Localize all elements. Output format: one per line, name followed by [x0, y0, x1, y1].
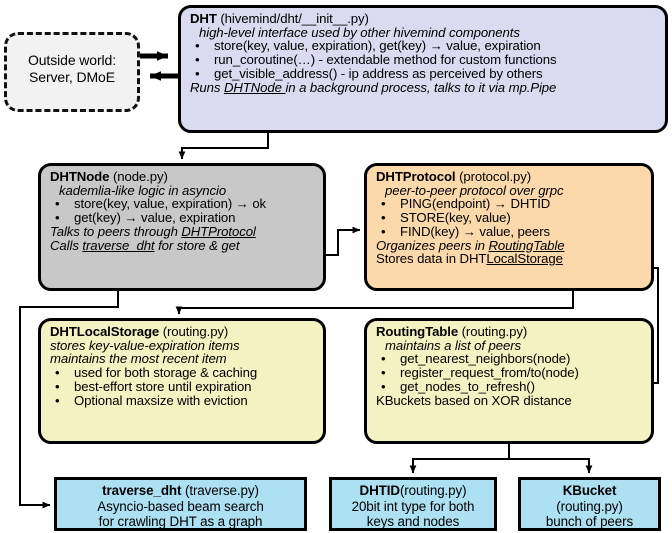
protocol-bullet-2: FIND(key) → value, peers	[376, 225, 644, 239]
storage-subtitle-2: maintains the most recent item	[50, 351, 227, 367]
node-dhtnode[interactable]: DHTNode (node.py) kademlia-like logic in…	[38, 163, 326, 291]
dhtnode-body: DHTNode (node.py) kademlia-like logic in…	[41, 166, 323, 255]
traverse-title: traverse_dht	[102, 483, 182, 498]
dhtid-title-line: DHTID(routing.py)	[336, 483, 490, 499]
node-traverse-dht[interactable]: traverse_dht (traverse.py) Asyncio-based…	[54, 477, 307, 531]
storage-bullet-2: Optional maxsize with eviction	[50, 393, 316, 408]
dhtnode-footer-2: Calls traverse_dht for store & get	[50, 237, 316, 253]
protocol-bullet-0: PING(endpoint) → DHTID	[376, 197, 644, 211]
protocol-bullet-1: STORE(key, value)	[376, 211, 644, 225]
traverse-line2: Asyncio-based beam search	[97, 498, 264, 514]
protocol-title-line: DHTProtocol (protocol.py)	[376, 170, 644, 184]
dhtnode-footer1-link[interactable]: DHTProtocol	[181, 223, 256, 239]
storage-title: DHTLocalStorage	[50, 324, 160, 339]
dhtnode-footer-1: Talks to peers through DHTProtocol	[50, 225, 316, 239]
node-dht[interactable]: DHT (hivemind/dht/__init__.py) high-leve…	[178, 5, 668, 133]
routing-bullet-1: register_request_from/to(node)	[376, 366, 644, 380]
dhtnode-bullet-1: get(key) → value, expiration	[50, 211, 316, 225]
dhtid-body: DHTID(routing.py) 20bit int type for bot…	[332, 480, 494, 533]
kbucket-line3: bunch of peers	[545, 514, 634, 530]
dht-footer-post: in a background process, talks to it via…	[285, 79, 557, 95]
dht-footer-link[interactable]: DHTNode	[223, 79, 286, 95]
dhtnode-footer2-post: for store & get	[154, 237, 240, 253]
storage-body: DHTLocalStorage (routing.py) stores key-…	[41, 321, 323, 410]
dhtnode-footer1-pre: Talks to peers through	[50, 223, 182, 239]
node-dhtlocalstorage[interactable]: DHTLocalStorage (routing.py) stores key-…	[38, 318, 326, 444]
node-kbucket[interactable]: KBucket (routing.py) bunch of peers	[518, 477, 661, 531]
traverse-body: traverse_dht (traverse.py) Asyncio-based…	[57, 480, 304, 533]
outside-world-line1: Outside world:	[27, 52, 117, 68]
dht-subtitle: high-level interface used by other hivem…	[199, 24, 520, 40]
routing-module: (routing.py)	[458, 324, 528, 339]
protocol-footer-2: Stores data in DHTLocalStorage	[376, 252, 644, 266]
routing-title-line: RoutingTable (routing.py)	[376, 325, 644, 339]
dht-bullet-2: get_visible_address() - ip address as pe…	[190, 67, 658, 81]
dhtnode-bullet-0: store(key, value, expiration) → ok	[50, 197, 316, 211]
dht-footer-pre: Runs	[190, 79, 224, 95]
dht-bullet-0: store(key, value, expiration), get(key) …	[190, 39, 658, 53]
storage-module: (routing.py)	[159, 324, 229, 339]
dhtnode-subtitle: kademlia-like logic in asyncio	[59, 182, 227, 198]
outside-world-line2: Server, DMoE	[29, 69, 115, 86]
node-outside-world[interactable]: Outside world: Server, DMoE	[4, 32, 140, 112]
storage-bullet-1: best-effort store until expiration	[50, 380, 316, 394]
dhtnode-footer2-pre: Calls	[50, 237, 83, 253]
edge-protocol-to-storage	[175, 288, 574, 315]
dht-body: DHT (hivemind/dht/__init__.py) high-leve…	[181, 8, 665, 97]
dhtnode-footer2-link[interactable]: traverse_dht	[82, 237, 155, 253]
routing-subtitle: maintains a list of peers	[385, 337, 522, 353]
storage-bullet-0: used for both storage & caching	[50, 366, 316, 380]
storage-subtitle-1: stores key-value-expiration items	[50, 337, 240, 353]
outside-world-text: Outside world: Server, DMoE	[7, 35, 137, 87]
node-routingtable[interactable]: RoutingTable (routing.py) maintains a li…	[364, 318, 654, 444]
protocol-footer1-link[interactable]: RoutingTable	[488, 237, 565, 253]
dhtid-title: DHTID	[359, 483, 401, 498]
traverse-line3: for crawling DHT as a graph	[98, 514, 263, 530]
protocol-footer2-link[interactable]: LocalStorage	[486, 251, 563, 267]
kbucket-title: KBucket	[562, 483, 617, 498]
routing-bullet-0: get_nearest_neighbors(node)	[376, 352, 644, 366]
protocol-title: DHTProtocol	[376, 169, 456, 184]
storage-title-line: DHTLocalStorage (routing.py)	[50, 325, 316, 339]
dhtnode-module: (node.py)	[109, 169, 168, 184]
protocol-subtitle: peer-to-peer protocol over grpc	[385, 182, 564, 198]
traverse-module: (traverse.py)	[181, 483, 259, 498]
dhtid-line2: 20bit int type for both	[351, 498, 475, 514]
dht-module: (hivemind/dht/__init__.py)	[216, 11, 369, 26]
dht-footer: Runs DHTNode in a background process, ta…	[190, 79, 658, 95]
protocol-footer-1: Organizes peers in RoutingTable	[376, 237, 644, 253]
protocol-footer1-pre: Organizes peers in	[376, 237, 489, 253]
protocol-body: DHTProtocol (protocol.py) peer-to-peer p…	[367, 166, 651, 269]
kbucket-module: (routing.py)	[556, 498, 623, 514]
node-dhtprotocol[interactable]: DHTProtocol (protocol.py) peer-to-peer p…	[364, 163, 654, 291]
dht-title-line: DHT (hivemind/dht/__init__.py)	[190, 12, 658, 26]
protocol-module: (protocol.py)	[455, 169, 532, 184]
traverse-title-line: traverse_dht (traverse.py)	[61, 483, 300, 499]
node-dhtid[interactable]: DHTID(routing.py) 20bit int type for bot…	[329, 477, 497, 531]
edge-routing-to-leaves	[409, 441, 593, 474]
protocol-footer2-pre: Stores data in DHT	[376, 251, 487, 267]
dhtnode-title: DHTNode	[50, 169, 110, 184]
kbucket-body: KBucket (routing.py) bunch of peers	[521, 480, 658, 533]
dhtid-line3: keys and nodes	[366, 514, 460, 530]
routing-footer: KBuckets based on XOR distance	[376, 392, 572, 408]
routing-bullet-2: get_nodes_to_refresh()	[376, 380, 644, 394]
routing-body: RoutingTable (routing.py) maintains a li…	[367, 321, 651, 410]
dht-title: DHT	[190, 11, 217, 26]
dht-bullet-1: run_coroutine(…) - extendable method for…	[190, 53, 658, 67]
routing-title: RoutingTable	[376, 324, 459, 339]
dhtnode-title-line: DHTNode (node.py)	[50, 170, 316, 184]
dhtid-module: (routing.py)	[399, 483, 467, 498]
